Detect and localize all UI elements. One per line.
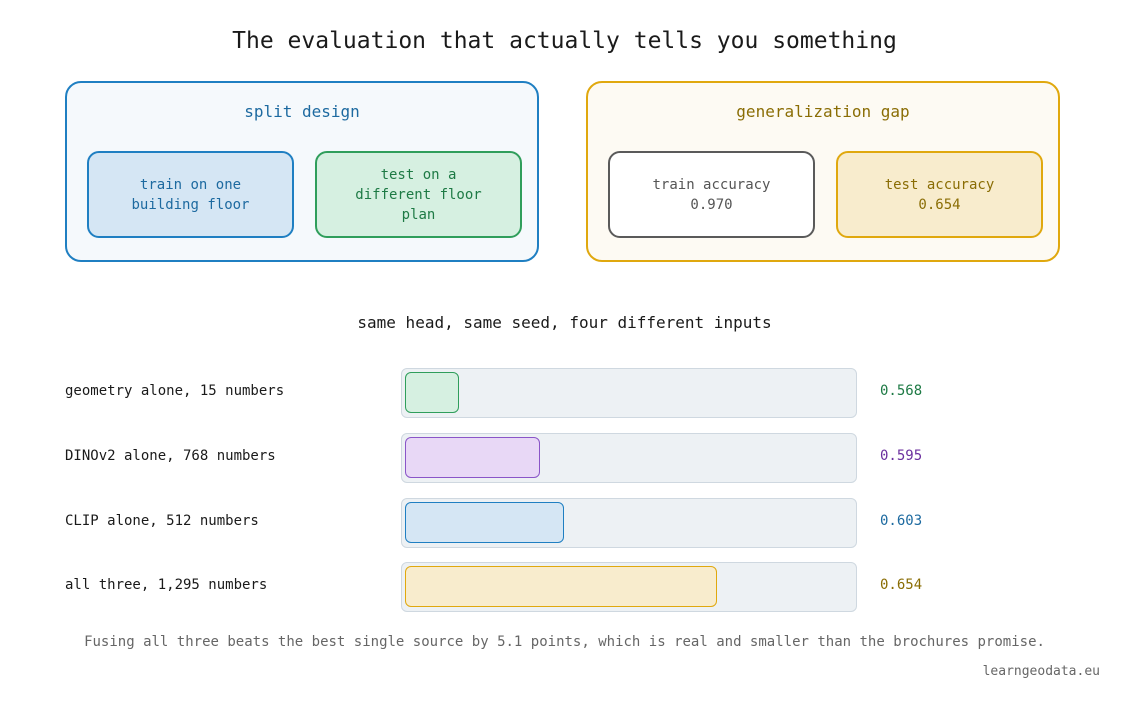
test-accuracy-value: 0.654 [918, 196, 961, 213]
bar-value-geometry: 0.568 [880, 383, 923, 399]
bar-label-geometry: geometry alone, 15 numbers [65, 383, 285, 399]
test-floor-line: plan [401, 206, 436, 223]
split-design-panel: split design train on one building floor… [65, 81, 539, 262]
bar-label-all-three: all three, 1,295 numbers [65, 577, 268, 593]
bar-label-clip: CLIP alone, 512 numbers [65, 513, 259, 529]
train-floor-box: train on one building floor [87, 151, 294, 238]
page-title: The evaluation that actually tells you s… [232, 28, 897, 54]
test-accuracy-label: test accuracy [884, 176, 995, 193]
generalization-gap-title: generalization gap [736, 102, 910, 121]
split-design-title: split design [244, 102, 360, 121]
test-accuracy-box: test accuracy 0.654 [836, 151, 1043, 238]
train-accuracy-value: 0.970 [690, 196, 733, 213]
generalization-gap-panel: generalization gap train accuracy 0.970 … [586, 81, 1060, 262]
credit-text: learngeodata.eu [982, 664, 1100, 679]
train-accuracy-box: train accuracy 0.970 [608, 151, 815, 238]
bar-track [401, 498, 857, 548]
train-floor-line: building floor [131, 196, 250, 213]
bar-value-clip: 0.603 [880, 513, 923, 529]
train-accuracy-label: train accuracy [652, 176, 771, 193]
bar-track [401, 433, 857, 483]
test-floor-box: test on a different floor plan [315, 151, 522, 238]
bar-label-dinov2: DINOv2 alone, 768 numbers [65, 448, 276, 464]
footer-note: Fusing all three beats the best single s… [84, 634, 1045, 650]
test-floor-line: different floor [355, 186, 482, 203]
bar-track [401, 562, 857, 612]
comparison-title: same head, same seed, four different inp… [357, 313, 772, 332]
bar-all-three [405, 566, 717, 607]
train-floor-line: train on one [139, 176, 242, 193]
bar-clip [405, 502, 564, 543]
test-floor-line: test on a [380, 166, 457, 183]
bar-value-dinov2: 0.595 [880, 448, 923, 464]
bar-track [401, 368, 857, 418]
bar-value-all-three: 0.654 [880, 577, 923, 593]
bar-geometry [405, 372, 459, 413]
bar-dinov2 [405, 437, 540, 478]
